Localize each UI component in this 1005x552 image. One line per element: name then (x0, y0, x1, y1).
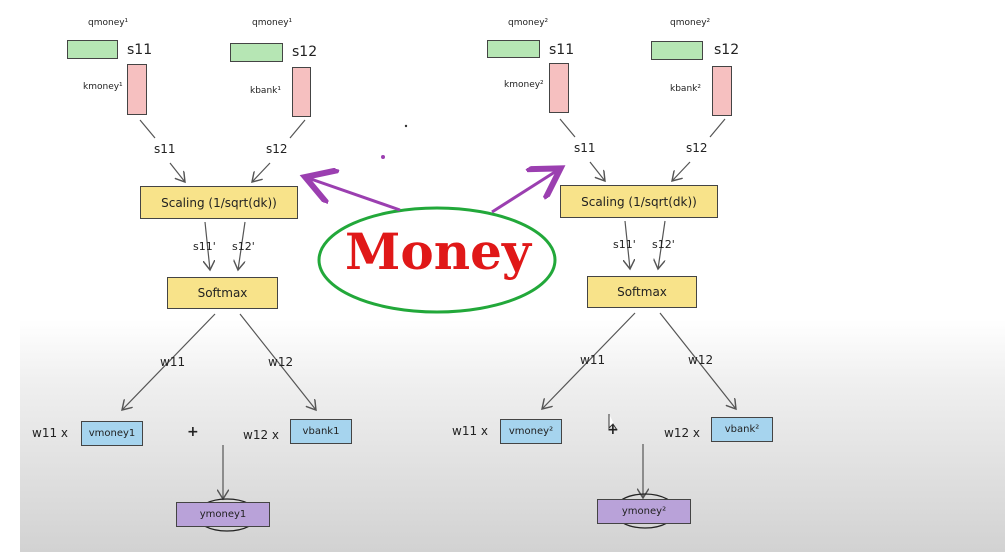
qmoney2b-box (651, 41, 703, 60)
s12p-label: s12' (232, 240, 255, 253)
qmoney1b-label: qmoney¹ (252, 18, 293, 28)
ymoney2-box: ymoney² (597, 499, 691, 524)
money-ellipse (317, 206, 557, 314)
money-annotation: Money (345, 222, 531, 281)
background (20, 0, 1005, 552)
ymoney1-box: ymoney1 (176, 502, 270, 527)
w12x-label-2: w12 x (664, 426, 700, 440)
s11-label-2: s11 (549, 42, 575, 58)
kmoney2-label: kmoney² (504, 80, 544, 90)
qmoney2b-label: qmoney² (670, 18, 711, 28)
s12-label: s12 (292, 44, 318, 60)
kmoney1-label: kmoney¹ (83, 82, 123, 92)
purple-arrow-left (308, 178, 401, 212)
kbank1-label: kbank¹ (250, 86, 281, 96)
vbank2-box: vbank² (711, 417, 773, 442)
qmoney2-box (487, 40, 540, 58)
qmoney2-label: qmoney² (508, 18, 549, 28)
s12-label-2: s12 (714, 42, 740, 58)
softmax-box: Softmax (167, 277, 278, 309)
w11-label-2: w11 (580, 353, 606, 367)
qmoney1b-box (230, 43, 283, 62)
vmoney1-box: vmoney1 (81, 421, 143, 446)
s11p-label-2: s11' (613, 238, 636, 251)
plus-sign-2: + (607, 422, 619, 438)
kbank2-label: kbank² (670, 84, 701, 94)
left-lines (122, 119, 316, 499)
s12-arrow-label: s12 (266, 142, 288, 156)
w11x-label: w11 x (32, 426, 68, 440)
s11-arrow-label-2: s11 (574, 141, 596, 155)
w11x-label-2: w11 x (452, 424, 488, 438)
vbank1-box: vbank1 (290, 419, 352, 444)
w12-label: w12 (268, 355, 294, 369)
scaling-box-2: Scaling (1/sqrt(dk)) (560, 185, 718, 218)
kmoney1-box (127, 64, 147, 115)
vmoney2-box: vmoney² (500, 419, 562, 444)
w12-label-2: w12 (688, 353, 714, 367)
w12x-label: w12 x (243, 428, 279, 442)
plus-sign: + (187, 424, 199, 440)
right-lines (542, 118, 736, 498)
cursor-icon (608, 414, 618, 431)
s11-label: s11 (127, 42, 153, 58)
s11p-label: s11' (193, 240, 216, 253)
w11-label: w11 (160, 355, 186, 369)
kbank2-box (712, 66, 732, 116)
s12-arrow-label-2: s12 (686, 141, 708, 155)
s12p-label-2: s12' (652, 238, 675, 251)
softmax-box-2: Softmax (587, 276, 697, 308)
qmoney1-box (67, 40, 118, 59)
qmoney1-label: qmoney¹ (88, 18, 129, 28)
s11-arrow-label: s11 (154, 142, 176, 156)
scaling-box: Scaling (1/sqrt(dk)) (140, 186, 298, 219)
kmoney2-box (549, 63, 569, 113)
purple-arrow-right (491, 170, 558, 214)
kbank1-box (292, 67, 311, 117)
